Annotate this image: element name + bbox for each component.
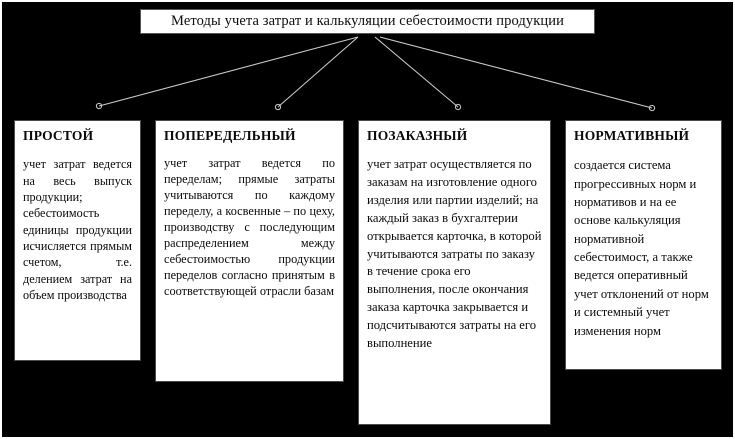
- method-box-pozakaznyy: ПОЗАКАЗНЫЙ учет затрат осуществляется по…: [358, 120, 551, 425]
- method-box-poperedelnyy: ПОПЕРЕДЕЛЬНЫЙ учет затрат ведется по пер…: [155, 120, 344, 382]
- diagram-title: Методы учета затрат и калькуляции себест…: [171, 13, 564, 29]
- poster-edge-bottom: [0, 437, 735, 439]
- connector-line-1: [95, 36, 359, 110]
- method-header: ПРОСТОЙ: [23, 128, 94, 143]
- method-body: учет затрат осуществляется по заказам на…: [367, 157, 542, 350]
- poster-edge-left: [0, 0, 2, 439]
- method-header: НОРМАТИВНЫЙ: [574, 128, 690, 143]
- method-header: ПОЗАКАЗНЫЙ: [367, 128, 468, 143]
- method-body: учет затрат ведется на весь выпуск проду…: [23, 157, 132, 302]
- method-box-normativnyy: НОРМАТИВНЫЙ создается система прогрессив…: [565, 120, 722, 370]
- poster-edge-right: [733, 0, 735, 439]
- method-body: учет затрат ведется по переделам; прямые…: [164, 156, 335, 299]
- poster-edge-top: [0, 0, 735, 2]
- connector-line-2: [274, 36, 359, 111]
- connector-line-4: [379, 36, 656, 112]
- method-box-prostoy: ПРОСТОЙ учет затрат ведется на весь выпу…: [14, 120, 141, 361]
- diagram-title-box: Методы учета затрат и калькуляции себест…: [140, 9, 595, 34]
- method-body: создается система прогрессивных норм и н…: [574, 158, 709, 338]
- method-header: ПОПЕРЕДЕЛЬНЫЙ: [164, 128, 296, 143]
- connector-line-3: [374, 36, 462, 111]
